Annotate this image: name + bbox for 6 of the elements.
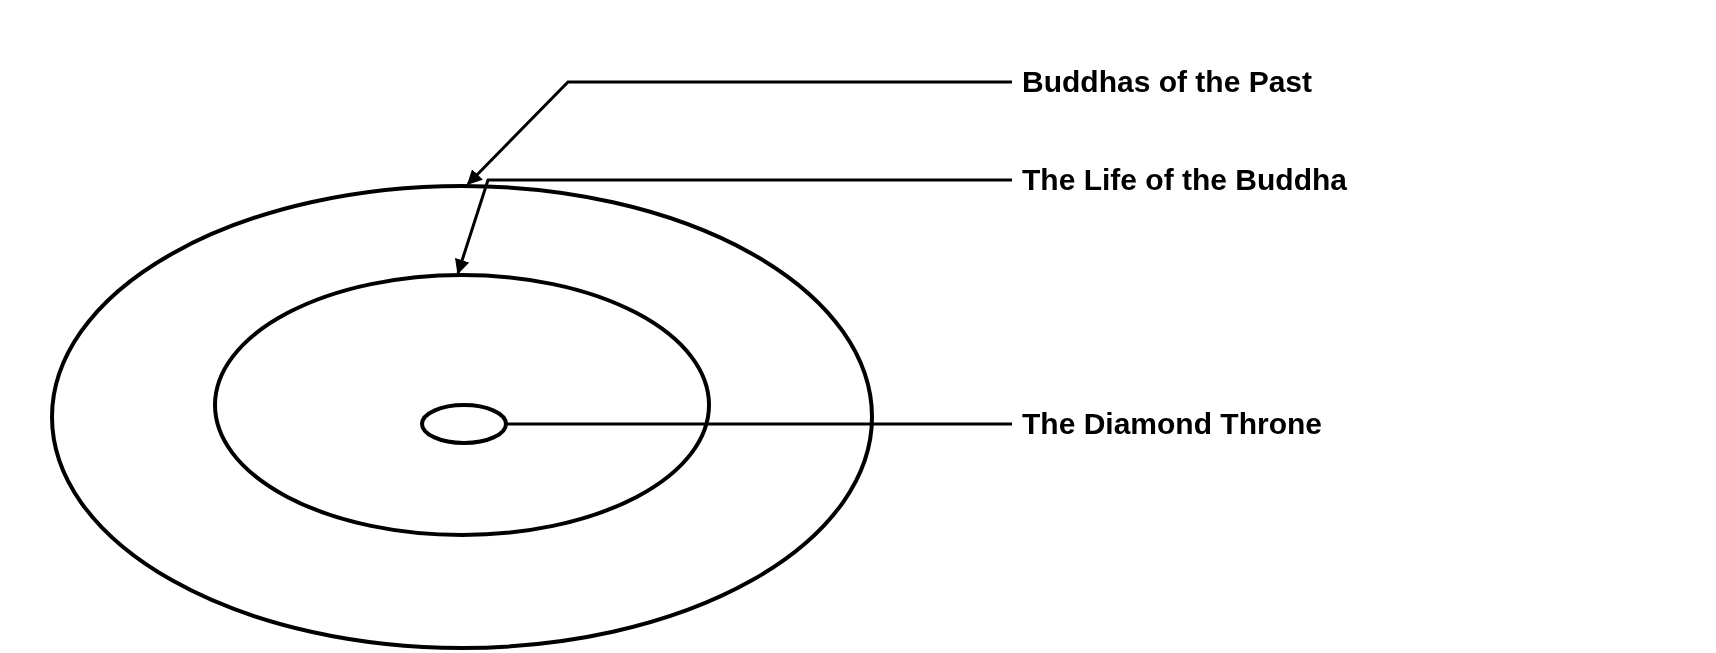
callout-label: The Life of the Buddha (1022, 162, 1347, 198)
leader-line (466, 80, 1012, 186)
callout-label: The Diamond Throne (1022, 406, 1322, 442)
callout-label: Buddhas of the Past (1022, 64, 1313, 100)
leader-line (455, 178, 1012, 275)
leader-line (506, 422, 1012, 426)
